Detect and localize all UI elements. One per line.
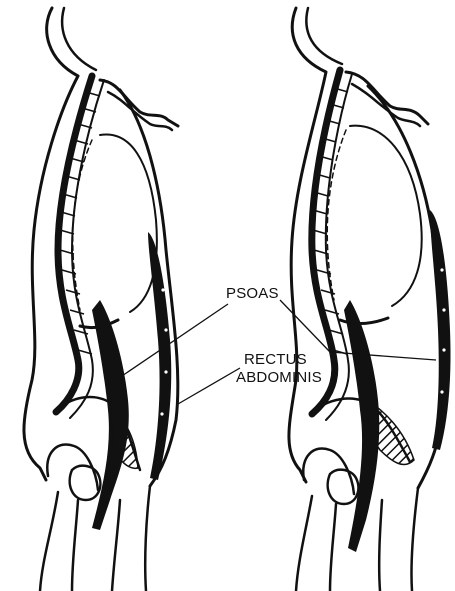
left-shoulder [100,80,178,126]
rectus-leader-right [330,352,436,360]
psoas-label: PSOAS [226,285,279,302]
left-thigh-back [40,492,58,591]
right-figure [289,8,451,591]
right-vertebrae [313,88,348,354]
right-spine-front [326,74,352,420]
left-thigh-inner [72,500,78,591]
rectus-label-line2: ABDOMINIS [236,369,322,386]
right-back-outline [289,8,326,482]
right-shoulder [346,72,428,124]
left-ribcage-dashed [73,140,92,310]
left-back-outline [24,8,78,480]
right-rectus-muscle [430,210,451,450]
rectus-label-line1: RECTUS [244,351,307,368]
left-ribcage [100,134,157,312]
rectus-leader-left [178,368,240,404]
left-neck-outline [62,8,96,70]
right-neck-outline [306,8,342,64]
left-thigh-front2 [145,486,150,591]
left-figure [24,8,178,591]
right-thigh-front [379,500,382,591]
right-thigh-front2 [411,488,418,591]
right-thigh-back [296,496,312,591]
right-thigh-inner [330,504,336,591]
left-thigh-front [112,500,120,591]
